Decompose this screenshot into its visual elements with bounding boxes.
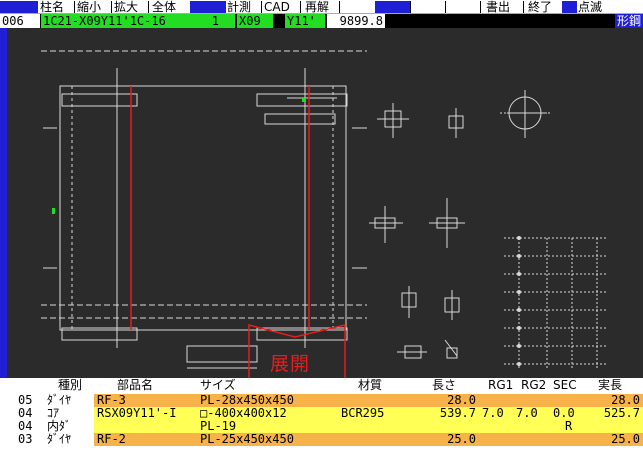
highlight-lines xyxy=(130,86,310,330)
cell-no: 03 xyxy=(18,432,33,446)
menu-separator xyxy=(410,1,411,13)
col-header-rg1: RG1 xyxy=(488,378,514,392)
cell-actual: 25.0 xyxy=(581,433,643,446)
cell-size: PL-25x450x450 xyxy=(198,433,341,446)
cell-material xyxy=(341,420,413,433)
cell-rg1: 7.0 xyxy=(479,407,513,420)
col-header-type: 種別 xyxy=(58,378,83,392)
menu-item-blink[interactable]: 点滅 xyxy=(578,0,603,14)
cell-size: PL-19 xyxy=(198,420,341,433)
cell-type: ﾀﾞｲﾔ xyxy=(47,432,72,446)
info-x-grid: X09 xyxy=(237,14,273,28)
right-strip xyxy=(618,28,643,378)
menu-item-measure[interactable]: 計測 xyxy=(227,0,252,14)
right-grid xyxy=(504,237,607,368)
menu-blue-block-4 xyxy=(562,1,577,13)
menu-item-exit[interactable]: 終了 xyxy=(528,0,553,14)
detail-symbols xyxy=(369,90,550,359)
menu-item-fit-all[interactable]: 全体 xyxy=(152,0,177,14)
cell-length: 28.0 xyxy=(413,394,479,407)
cell-rg1 xyxy=(479,433,513,446)
cell-type: 内ﾀﾞ xyxy=(47,419,72,433)
cell-rg2 xyxy=(513,394,547,407)
info-y-grid: Y11' xyxy=(285,14,325,28)
column-elevation-frame xyxy=(59,85,347,331)
col-header-size: サイズ xyxy=(200,378,236,392)
cell-actual: 28.0 xyxy=(581,394,643,407)
menu-separator xyxy=(300,1,301,13)
cell-rg2: 7.0 xyxy=(513,407,547,420)
menu-item-reanalyze[interactable]: 再解 xyxy=(305,0,330,14)
menu-separator xyxy=(148,1,149,13)
col-header-part: 部品名 xyxy=(117,378,154,392)
cell-rg2 xyxy=(513,433,547,446)
menu-separator xyxy=(480,1,481,13)
cell-material xyxy=(341,394,413,407)
cell-no: 04 xyxy=(18,406,33,420)
info-member-name: 1C21-X09Y11'1C-16 xyxy=(41,14,193,28)
cell-type: ｺｱ xyxy=(47,406,60,420)
table-row[interactable]: 04 内ﾀﾞ PL-19 R xyxy=(0,420,643,433)
member-info-bar: 006 1C21-X09Y11'1C-16 1 X09 Y11' 9899.8 … xyxy=(0,14,643,28)
cell-actual: 525.7 xyxy=(581,407,643,420)
table-row[interactable]: 04 ｺｱ RSX09Y11'-I □-400x400x12 BCR295 53… xyxy=(0,407,643,420)
menu-blue-block-3 xyxy=(375,1,410,13)
menu-item-export[interactable]: 書出 xyxy=(486,0,511,14)
cell-material xyxy=(341,433,413,446)
cell-material: BCR295 xyxy=(341,407,413,420)
info-number: 006 xyxy=(0,14,40,28)
cell-sec: R xyxy=(547,420,581,433)
menu-bar: 柱名 縮小 拡大 全体 計測 CAD 再解 書出 終了 点滅 xyxy=(0,0,643,14)
cell-no: 04 xyxy=(18,419,33,433)
table-row[interactable]: 05 ﾀﾞｲﾔ RF-3 PL-28x450x450 28.0 28.0 xyxy=(0,394,643,407)
cad-drawing xyxy=(41,50,607,369)
col-header-sec: SEC xyxy=(553,378,577,392)
cell-length: 25.0 xyxy=(413,433,479,446)
cell-sec xyxy=(547,433,581,446)
cell-rg1 xyxy=(479,420,513,433)
table-row[interactable]: 03 ﾀﾞｲﾔ RF-2 PL-25x450x450 25.0 25.0 xyxy=(0,433,643,446)
cell-no: 05 xyxy=(18,393,33,407)
info-length: 9899.8 xyxy=(327,14,385,28)
cell-part: RF-3 xyxy=(94,394,198,407)
menu-item-column-name[interactable]: 柱名 xyxy=(40,0,65,14)
menu-separator xyxy=(339,1,340,13)
menu-separator xyxy=(111,1,112,13)
cell-part: RSX09Y11'-I xyxy=(94,407,198,420)
menu-item-cad[interactable]: CAD xyxy=(264,0,290,14)
cell-size: □-400x400x12 xyxy=(198,407,341,420)
parts-table: 種別 部品名 サイズ 材質 長さ RG1 RG2 SEC 実長 05 ﾀﾞｲﾔ … xyxy=(0,378,643,459)
cell-length: 539.7 xyxy=(413,407,479,420)
cell-length xyxy=(413,420,479,433)
cell-sec: 0.0 xyxy=(547,407,581,420)
menu-separator xyxy=(445,1,446,13)
info-right-tab[interactable]: 形鋼 xyxy=(615,14,643,28)
cad-drawing-canvas[interactable] xyxy=(7,28,618,378)
col-header-rg2: RG2 xyxy=(521,378,547,392)
col-header-material: 材質 xyxy=(358,378,383,392)
menu-item-zoom-out[interactable]: 縮小 xyxy=(77,0,102,14)
cell-actual xyxy=(581,420,643,433)
col-header-length: 長さ xyxy=(432,378,457,392)
col-header-actual: 実長 xyxy=(598,378,623,392)
menu-item-zoom-in[interactable]: 拡大 xyxy=(114,0,139,14)
cell-rg1 xyxy=(479,394,513,407)
cell-type: ﾀﾞｲﾔ xyxy=(47,393,72,407)
cell-part xyxy=(94,420,198,433)
cell-rg2 xyxy=(513,420,547,433)
menu-separator xyxy=(74,1,75,13)
cell-part: RF-2 xyxy=(94,433,198,446)
menu-blue-block-2 xyxy=(190,1,226,13)
cell-size: PL-28x450x450 xyxy=(198,394,341,407)
menu-blue-block-1 xyxy=(0,1,38,13)
left-strip xyxy=(0,28,7,378)
menu-separator xyxy=(261,1,262,13)
info-count: 1 xyxy=(193,14,235,28)
expand-label[interactable]: 展開 xyxy=(270,353,311,375)
cell-sec xyxy=(547,394,581,407)
menu-separator xyxy=(523,1,524,13)
grid-dots xyxy=(517,236,521,366)
